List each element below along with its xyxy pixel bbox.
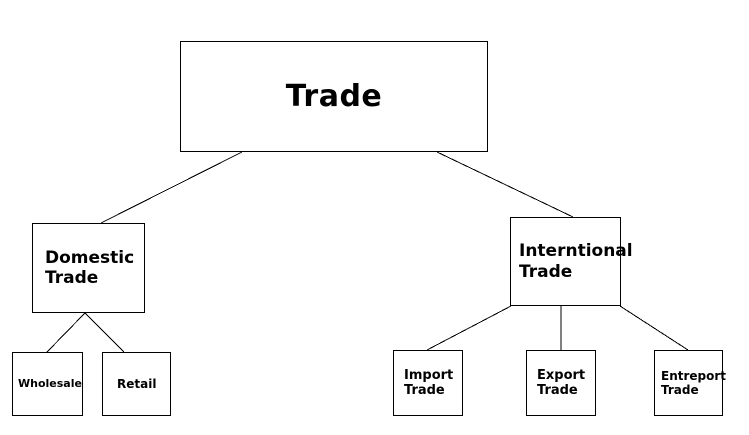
- edge-domestic-to-retail: [84, 312, 125, 353]
- node-export-trade-label: Export Trade: [537, 367, 586, 398]
- edge-domestic-to-wholesale: [46, 312, 86, 353]
- node-trade[interactable]: Trade: [180, 41, 488, 152]
- node-wholesale-label: Wholesale: [18, 376, 82, 390]
- node-international-trade-label: Interntional Trade: [519, 241, 633, 282]
- node-domestic-trade-label: Domestic Trade: [45, 247, 135, 288]
- node-import-trade[interactable]: Import Trade: [393, 350, 463, 416]
- node-retail-label: Retail: [117, 376, 157, 391]
- edge-international-to-entreport: [619, 305, 689, 351]
- node-wholesale[interactable]: Wholesale: [12, 352, 83, 416]
- node-domestic-trade[interactable]: Domestic Trade: [32, 223, 145, 313]
- edge-root-to-domestic: [100, 151, 243, 224]
- node-trade-label: Trade: [285, 78, 383, 114]
- node-entreport-trade-label: Entreport Trade: [661, 368, 727, 397]
- edge-international-to-import: [426, 305, 512, 351]
- node-entreport-trade[interactable]: Entreport Trade: [654, 350, 727, 416]
- node-export-trade[interactable]: Export Trade: [526, 350, 596, 416]
- node-import-trade-label: Import Trade: [404, 367, 454, 398]
- edge-root-to-international: [436, 151, 574, 218]
- node-retail[interactable]: Retail: [102, 352, 171, 416]
- node-international-trade[interactable]: Interntional Trade: [510, 217, 633, 306]
